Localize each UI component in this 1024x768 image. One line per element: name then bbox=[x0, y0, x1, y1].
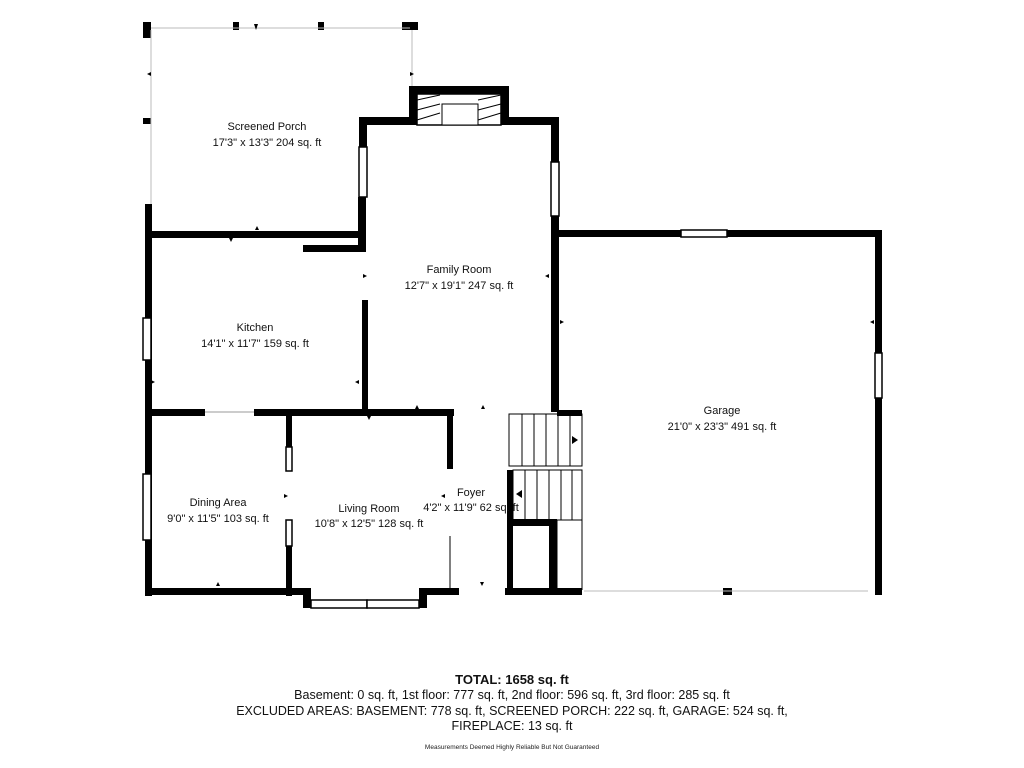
wall bbox=[505, 588, 582, 595]
wall bbox=[551, 216, 559, 412]
wall bbox=[145, 588, 310, 595]
window bbox=[285, 519, 293, 547]
stairs-down-arrow bbox=[516, 490, 522, 498]
wall bbox=[303, 245, 366, 252]
excluded-areas: EXCLUDED AREAS: BASEMENT: 778 sq. ft, SC… bbox=[236, 703, 788, 718]
fireplace-area: FIREPLACE: 13 sq. ft bbox=[451, 719, 573, 733]
wall bbox=[556, 230, 681, 237]
screened-porch-name: Screened Porch bbox=[228, 121, 307, 133]
kitchen-dims: 14'1" x 11'7" 159 sq. ft bbox=[201, 338, 309, 350]
window bbox=[680, 229, 728, 238]
fireplace-wall bbox=[409, 86, 509, 94]
stairs-down bbox=[512, 469, 583, 521]
porch-post bbox=[143, 118, 151, 124]
foyer-name: Foyer bbox=[457, 487, 485, 499]
wall bbox=[303, 588, 311, 608]
stairs-up-arrow bbox=[572, 436, 578, 444]
window bbox=[310, 599, 368, 609]
family-room-name: Family Room bbox=[427, 264, 492, 276]
wall bbox=[507, 519, 557, 526]
wall bbox=[419, 588, 427, 608]
foyer-dims: 4'2" x 11'9" 62 sq. ft bbox=[423, 502, 519, 514]
wall bbox=[419, 588, 459, 595]
dining-area-name: Dining Area bbox=[190, 497, 248, 509]
wall bbox=[286, 409, 292, 471]
window bbox=[874, 352, 883, 399]
wall bbox=[727, 230, 882, 237]
wall bbox=[359, 117, 367, 147]
wall bbox=[875, 230, 882, 353]
wall bbox=[875, 398, 882, 595]
living-room-dims: 10'8" x 12'5" 128 sq. ft bbox=[315, 518, 424, 530]
wall bbox=[447, 409, 453, 469]
screened-porch-dims: 17'3" x 13'3" 204 sq. ft bbox=[213, 137, 322, 149]
fireplace-wall bbox=[409, 86, 417, 125]
wall bbox=[501, 117, 559, 125]
wall bbox=[551, 117, 559, 162]
area-summary: TOTAL: 1658 sq. ft Basement: 0 sq. ft, 1… bbox=[0, 672, 1024, 753]
dining-area-dims: 9'0" x 11'5" 103 sq. ft bbox=[167, 513, 269, 525]
fireplace-wall bbox=[501, 86, 509, 125]
family-room-dims: 12'7" x 19'1" 247 sq. ft bbox=[405, 280, 514, 292]
wall bbox=[145, 409, 205, 416]
garage-dims: 21'0" x 23'3" 491 sq. ft bbox=[668, 421, 777, 433]
kitchen-name: Kitchen bbox=[237, 322, 274, 334]
window bbox=[142, 473, 152, 541]
window bbox=[550, 161, 560, 217]
wall bbox=[557, 410, 582, 416]
porch-post bbox=[318, 22, 324, 30]
garage-name: Garage bbox=[704, 405, 741, 417]
floor-plan: Screened Porch 17'3" x 13'3" 204 sq. ft … bbox=[142, 22, 883, 609]
disclaimer: Measurements Deemed Highly Reliable But … bbox=[424, 743, 600, 751]
wall bbox=[358, 197, 366, 252]
wall bbox=[549, 525, 557, 595]
wall bbox=[145, 231, 363, 238]
window bbox=[142, 317, 152, 361]
porch-post bbox=[402, 22, 418, 30]
porch-post bbox=[233, 22, 239, 30]
wall bbox=[286, 520, 292, 596]
window bbox=[366, 599, 420, 609]
total-area: TOTAL: 1658 sq. ft bbox=[455, 672, 569, 687]
wall bbox=[254, 409, 454, 416]
wall bbox=[507, 470, 513, 588]
window bbox=[285, 446, 293, 472]
living-room-name: Living Room bbox=[338, 503, 399, 515]
wall bbox=[145, 204, 152, 596]
wall bbox=[359, 117, 416, 125]
window bbox=[358, 146, 368, 198]
porch-post bbox=[143, 22, 151, 38]
fireplace-box bbox=[441, 103, 479, 126]
wall bbox=[362, 300, 368, 412]
floor-breakdown: Basement: 0 sq. ft, 1st floor: 777 sq. f… bbox=[294, 688, 730, 702]
